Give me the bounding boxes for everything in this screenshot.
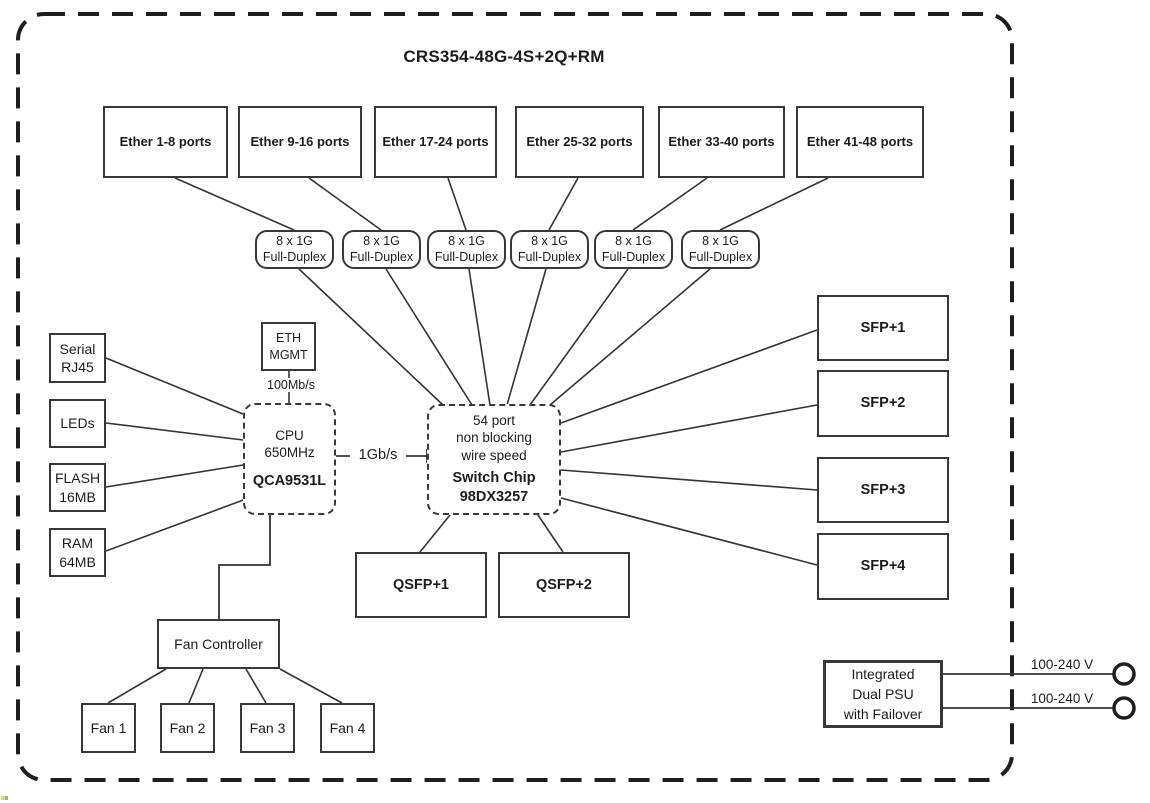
- qsfp-port-1: QSFP+1: [355, 552, 487, 618]
- ether-group-41-48: Ether 41-48 ports: [796, 106, 924, 178]
- phy-link-6: 8 x 1G Full-Duplex: [681, 230, 760, 269]
- ether-to-phy-lines: [174, 177, 829, 231]
- ac-input-1-label: 100-240 V: [1030, 657, 1094, 672]
- fan-controller: Fan Controller: [157, 619, 280, 669]
- phy-link-1: 8 x 1G Full-Duplex: [255, 230, 334, 269]
- fan-1: Fan 1: [81, 703, 136, 753]
- ram-module: RAM 64MB: [49, 528, 106, 577]
- eth-mgmt-port: ETH MGMT: [261, 322, 316, 371]
- fan-2: Fan 2: [160, 703, 215, 753]
- serial-port: Serial RJ45: [49, 333, 106, 383]
- sfp-port-4: SFP+4: [817, 533, 949, 600]
- phy-link-5: 8 x 1G Full-Duplex: [594, 230, 673, 269]
- ether-group-1-8: Ether 1-8 ports: [103, 106, 228, 178]
- phy-to-switch-lines: [298, 268, 711, 406]
- fan-controller-to-fan-lines: [107, 668, 343, 704]
- fan-3: Fan 3: [240, 703, 295, 753]
- ac-input-lines: [943, 662, 1136, 720]
- cpu-to-fan-controller-line: [218, 515, 271, 619]
- ether-group-33-40: Ether 33-40 ports: [658, 106, 785, 178]
- ac-socket-icon: [1112, 696, 1136, 720]
- sfp-port-2: SFP+2: [817, 370, 949, 437]
- switch-to-sfp-lines: [560, 329, 818, 566]
- psu-module: Integrated Dual PSU with Failover: [823, 660, 943, 728]
- fan-4: Fan 4: [320, 703, 375, 753]
- switch-chip-desc: 54 port non blocking wire speed: [456, 412, 532, 464]
- ether-group-9-16: Ether 9-16 ports: [238, 106, 362, 178]
- phy-link-4: 8 x 1G Full-Duplex: [510, 230, 589, 269]
- diagram-title: CRS354-48G-4S+2Q+RM: [403, 47, 605, 66]
- cpu-model: QCA9531L: [252, 473, 327, 490]
- flash-module: FLASH 16MB: [49, 463, 106, 512]
- corner-artifact: [1, 796, 8, 800]
- module-to-cpu-lines: [105, 357, 247, 552]
- ac-input-2-label: 100-240 V: [1030, 691, 1094, 706]
- ether-group-25-32: Ether 25-32 ports: [515, 106, 644, 178]
- chassis-boundary: [16, 12, 1014, 782]
- switch-chip: 54 port non blocking wire speed Switch C…: [427, 404, 561, 515]
- mgmt-speed-label: 100Mb/s: [258, 378, 324, 392]
- phy-link-3: 8 x 1G Full-Duplex: [427, 230, 506, 269]
- sfp-port-1: SFP+1: [817, 295, 949, 361]
- switch-to-qsfp-lines: [419, 514, 564, 553]
- cpu-desc: CPU 650MHz: [264, 427, 315, 461]
- qsfp-port-2: QSFP+2: [498, 552, 630, 618]
- ether-group-17-24: Ether 17-24 ports: [374, 106, 497, 178]
- switch-chip-model: Switch Chip 98DX3257: [452, 470, 536, 506]
- cpu-chip: CPU 650MHz QCA9531L: [243, 403, 336, 515]
- cpu-switch-speed-label: 1Gb/s: [350, 447, 406, 463]
- phy-link-2: 8 x 1G Full-Duplex: [342, 230, 421, 269]
- ac-socket-icon: [1112, 662, 1136, 686]
- sfp-port-3: SFP+3: [817, 457, 949, 523]
- leds-module: LEDs: [49, 399, 106, 448]
